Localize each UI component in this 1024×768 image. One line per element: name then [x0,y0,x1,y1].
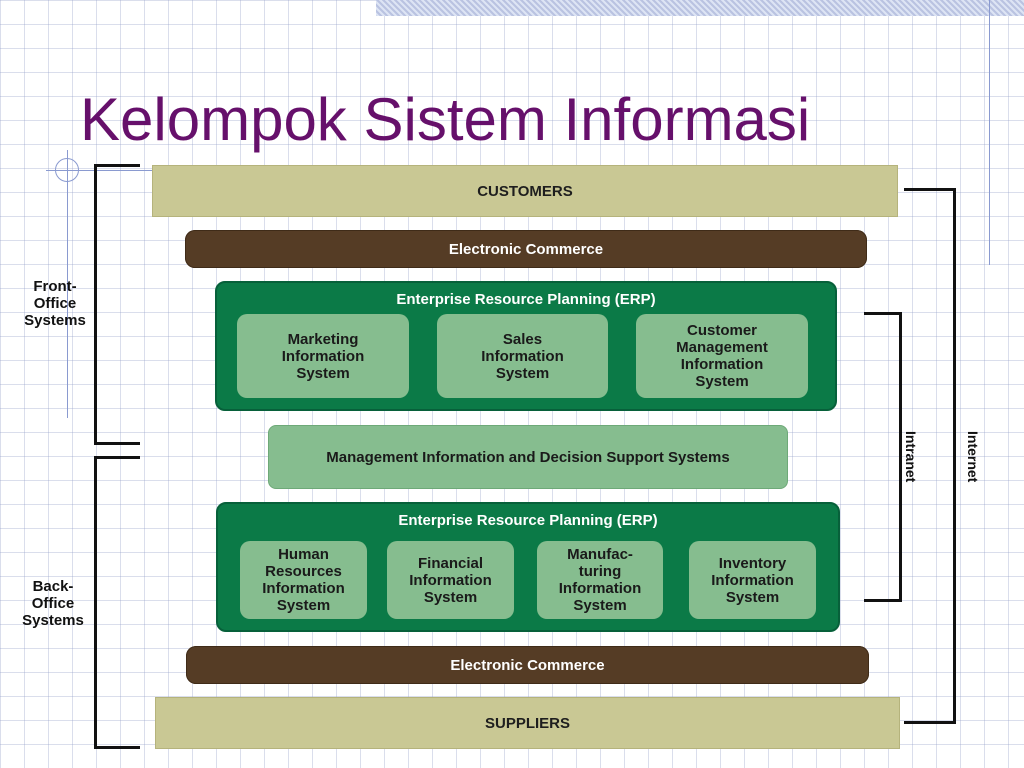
manufacturing-information-system: Manufac- turing Information System [537,541,663,619]
front-office-systems-label: Front- Office Systems [24,278,86,329]
suppliers-band: SUPPLIERS [155,697,900,749]
decorative-vertical-line-left [67,150,68,418]
inventory-information-system: Inventory Information System [689,541,816,619]
customers-band: CUSTOMERS [152,165,898,217]
slide-title: Kelompok Sistem Informasi [80,86,811,153]
intranet-bracket [864,312,902,602]
electronic-commerce-top-band: Electronic Commerce [185,230,867,268]
human-resources-information-system: Human Resources Information System [240,541,367,619]
internet-bracket [904,188,956,724]
decorative-circle [55,158,79,182]
erp-front-label: Enterprise Resource Planning (ERP) [396,291,656,308]
back-office-bracket [94,456,140,749]
decorative-horizontal-line [46,170,156,171]
internet-label: Internet [965,431,981,483]
management-information-decision-support-box: Management Information and Decision Supp… [268,425,788,489]
marketing-information-system: Marketing Information System [237,314,409,398]
financial-information-system: Financial Information System [387,541,514,619]
sales-information-system: Sales Information System [437,314,608,398]
back-office-systems-label: Back- Office Systems [22,578,84,629]
intranet-label: Intranet [903,431,919,483]
electronic-commerce-bottom-band: Electronic Commerce [186,646,869,684]
decorative-vertical-line-right [989,0,990,265]
customer-management-information-system: Customer Management Information System [636,314,808,398]
top-pattern-band [376,0,1024,16]
erp-back-label: Enterprise Resource Planning (ERP) [398,512,658,529]
front-office-bracket [94,164,140,445]
